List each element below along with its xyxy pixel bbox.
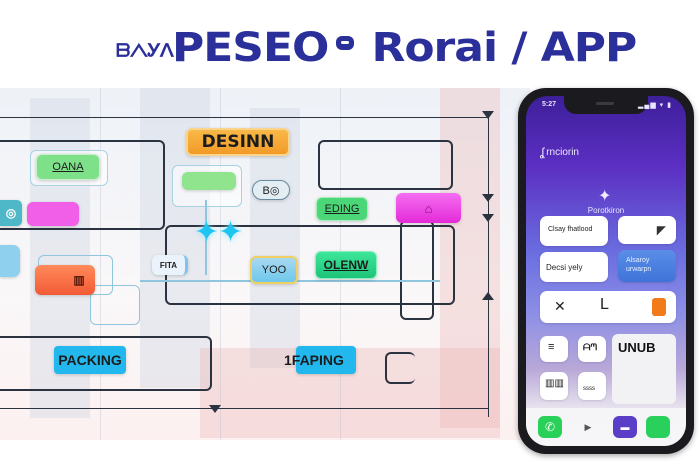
grid-tile-1[interactable]: ≡ xyxy=(540,336,568,362)
app-brand-label: rnciorin xyxy=(546,146,579,158)
phone-screen: 5:27 ▂▄▆ ▾ ▮ ʆ rnciorin ✦ Porotkiron Cls… xyxy=(526,96,686,446)
node-olenw[interactable]: OLENW xyxy=(315,251,377,279)
phone-app-icon[interactable]: ✆ xyxy=(538,416,562,438)
large-widget[interactable]: UNUB xyxy=(612,334,676,404)
arrow-icon xyxy=(482,111,494,119)
node-orange[interactable]: ▥ xyxy=(35,265,95,295)
node-packing[interactable]: PACKING xyxy=(54,346,126,374)
arrow-icon xyxy=(209,405,221,413)
page-header: ᗷᐱᎩᐱ PESEO Rorai / APP xyxy=(0,22,700,82)
connector-line xyxy=(205,200,207,275)
hero-sparkle-icon: ✦ xyxy=(598,188,612,205)
phone-notch xyxy=(564,96,648,114)
node-green-blank[interactable] xyxy=(182,172,236,190)
sparkle-icon: ✦ xyxy=(194,216,220,249)
status-time: 5:27 xyxy=(542,101,557,108)
bracket-outline xyxy=(385,352,415,384)
app-logo-icon: ʆ xyxy=(540,145,545,159)
card-info-3[interactable]: Decsi yely xyxy=(540,252,608,282)
brand-prefix: ᗷᐱᎩᐱ xyxy=(116,41,174,61)
status-icons: ▂▄▆ ▾ ▮ xyxy=(638,102,672,109)
title-primary: PESEO xyxy=(172,24,329,71)
grid-tile-2[interactable]: ᗩᘉ xyxy=(578,336,606,362)
group-outline xyxy=(90,285,140,325)
connector-line xyxy=(0,117,488,118)
camera-icon: ◎ xyxy=(5,206,17,220)
node-eding[interactable]: EDING xyxy=(316,197,368,221)
group-outline xyxy=(0,336,212,391)
group-outline xyxy=(318,140,453,190)
grid-tile-3[interactable]: ▥▥ xyxy=(540,372,568,400)
grid-tile-4[interactable]: ssss xyxy=(578,372,606,400)
tools-icon[interactable]: ✕ xyxy=(554,298,566,314)
card-info-2[interactable]: ◤ xyxy=(618,216,676,244)
node-fita[interactable]: FITA xyxy=(152,255,188,275)
phone-dock: ✆ ▶ ▬ xyxy=(526,408,686,446)
title-secondary: Rorai / APP xyxy=(371,24,637,71)
node-design[interactable]: DESINN xyxy=(186,128,290,156)
clock-icon[interactable]: L xyxy=(600,296,609,313)
group-outline xyxy=(400,220,434,320)
node-aping[interactable]: 1FAPING xyxy=(284,346,356,374)
connector-line xyxy=(488,117,489,417)
node-oana[interactable]: OANA xyxy=(36,154,100,180)
node-bo[interactable]: B◎ xyxy=(252,180,290,200)
phone-mockup: 5:27 ▂▄▆ ▾ ▮ ʆ rnciorin ✦ Porotkiron Cls… xyxy=(518,88,694,454)
node-blue-left[interactable] xyxy=(0,245,20,277)
card-info-1[interactable]: Clsay fhatlood xyxy=(540,216,608,246)
app-brand: ʆ rnciorin xyxy=(540,145,579,159)
arrow-icon xyxy=(482,214,494,222)
orange-app-icon[interactable] xyxy=(652,298,666,316)
badge-icon xyxy=(336,36,354,50)
play-icon[interactable]: ▶ xyxy=(584,421,592,432)
page-title: PESEO Rorai / APP xyxy=(172,24,637,71)
sparkle-icon: ✦ xyxy=(218,216,244,249)
arrow-icon xyxy=(482,194,494,202)
building-icon: ▥ xyxy=(73,273,85,287)
node-magenta-top[interactable]: ⌂ xyxy=(396,193,461,223)
widget-bar[interactable]: ✕ L xyxy=(540,291,676,323)
arrow-icon xyxy=(482,292,494,300)
connector-line xyxy=(0,408,488,409)
card-info-4[interactable]: Alsaroy urwarpn xyxy=(618,250,676,282)
group-outline xyxy=(0,140,165,230)
send-icon: ◤ xyxy=(656,223,666,237)
hero-label: Porotkiron xyxy=(587,206,625,215)
node-teal-left[interactable]: ◎ xyxy=(0,200,22,226)
node-yoo[interactable]: YOO xyxy=(250,256,298,284)
green-app-icon[interactable] xyxy=(646,416,670,438)
node-icon: ⌂ xyxy=(424,200,433,216)
messages-app-icon[interactable]: ▬ xyxy=(613,416,637,438)
node-magenta-left[interactable] xyxy=(27,202,79,226)
